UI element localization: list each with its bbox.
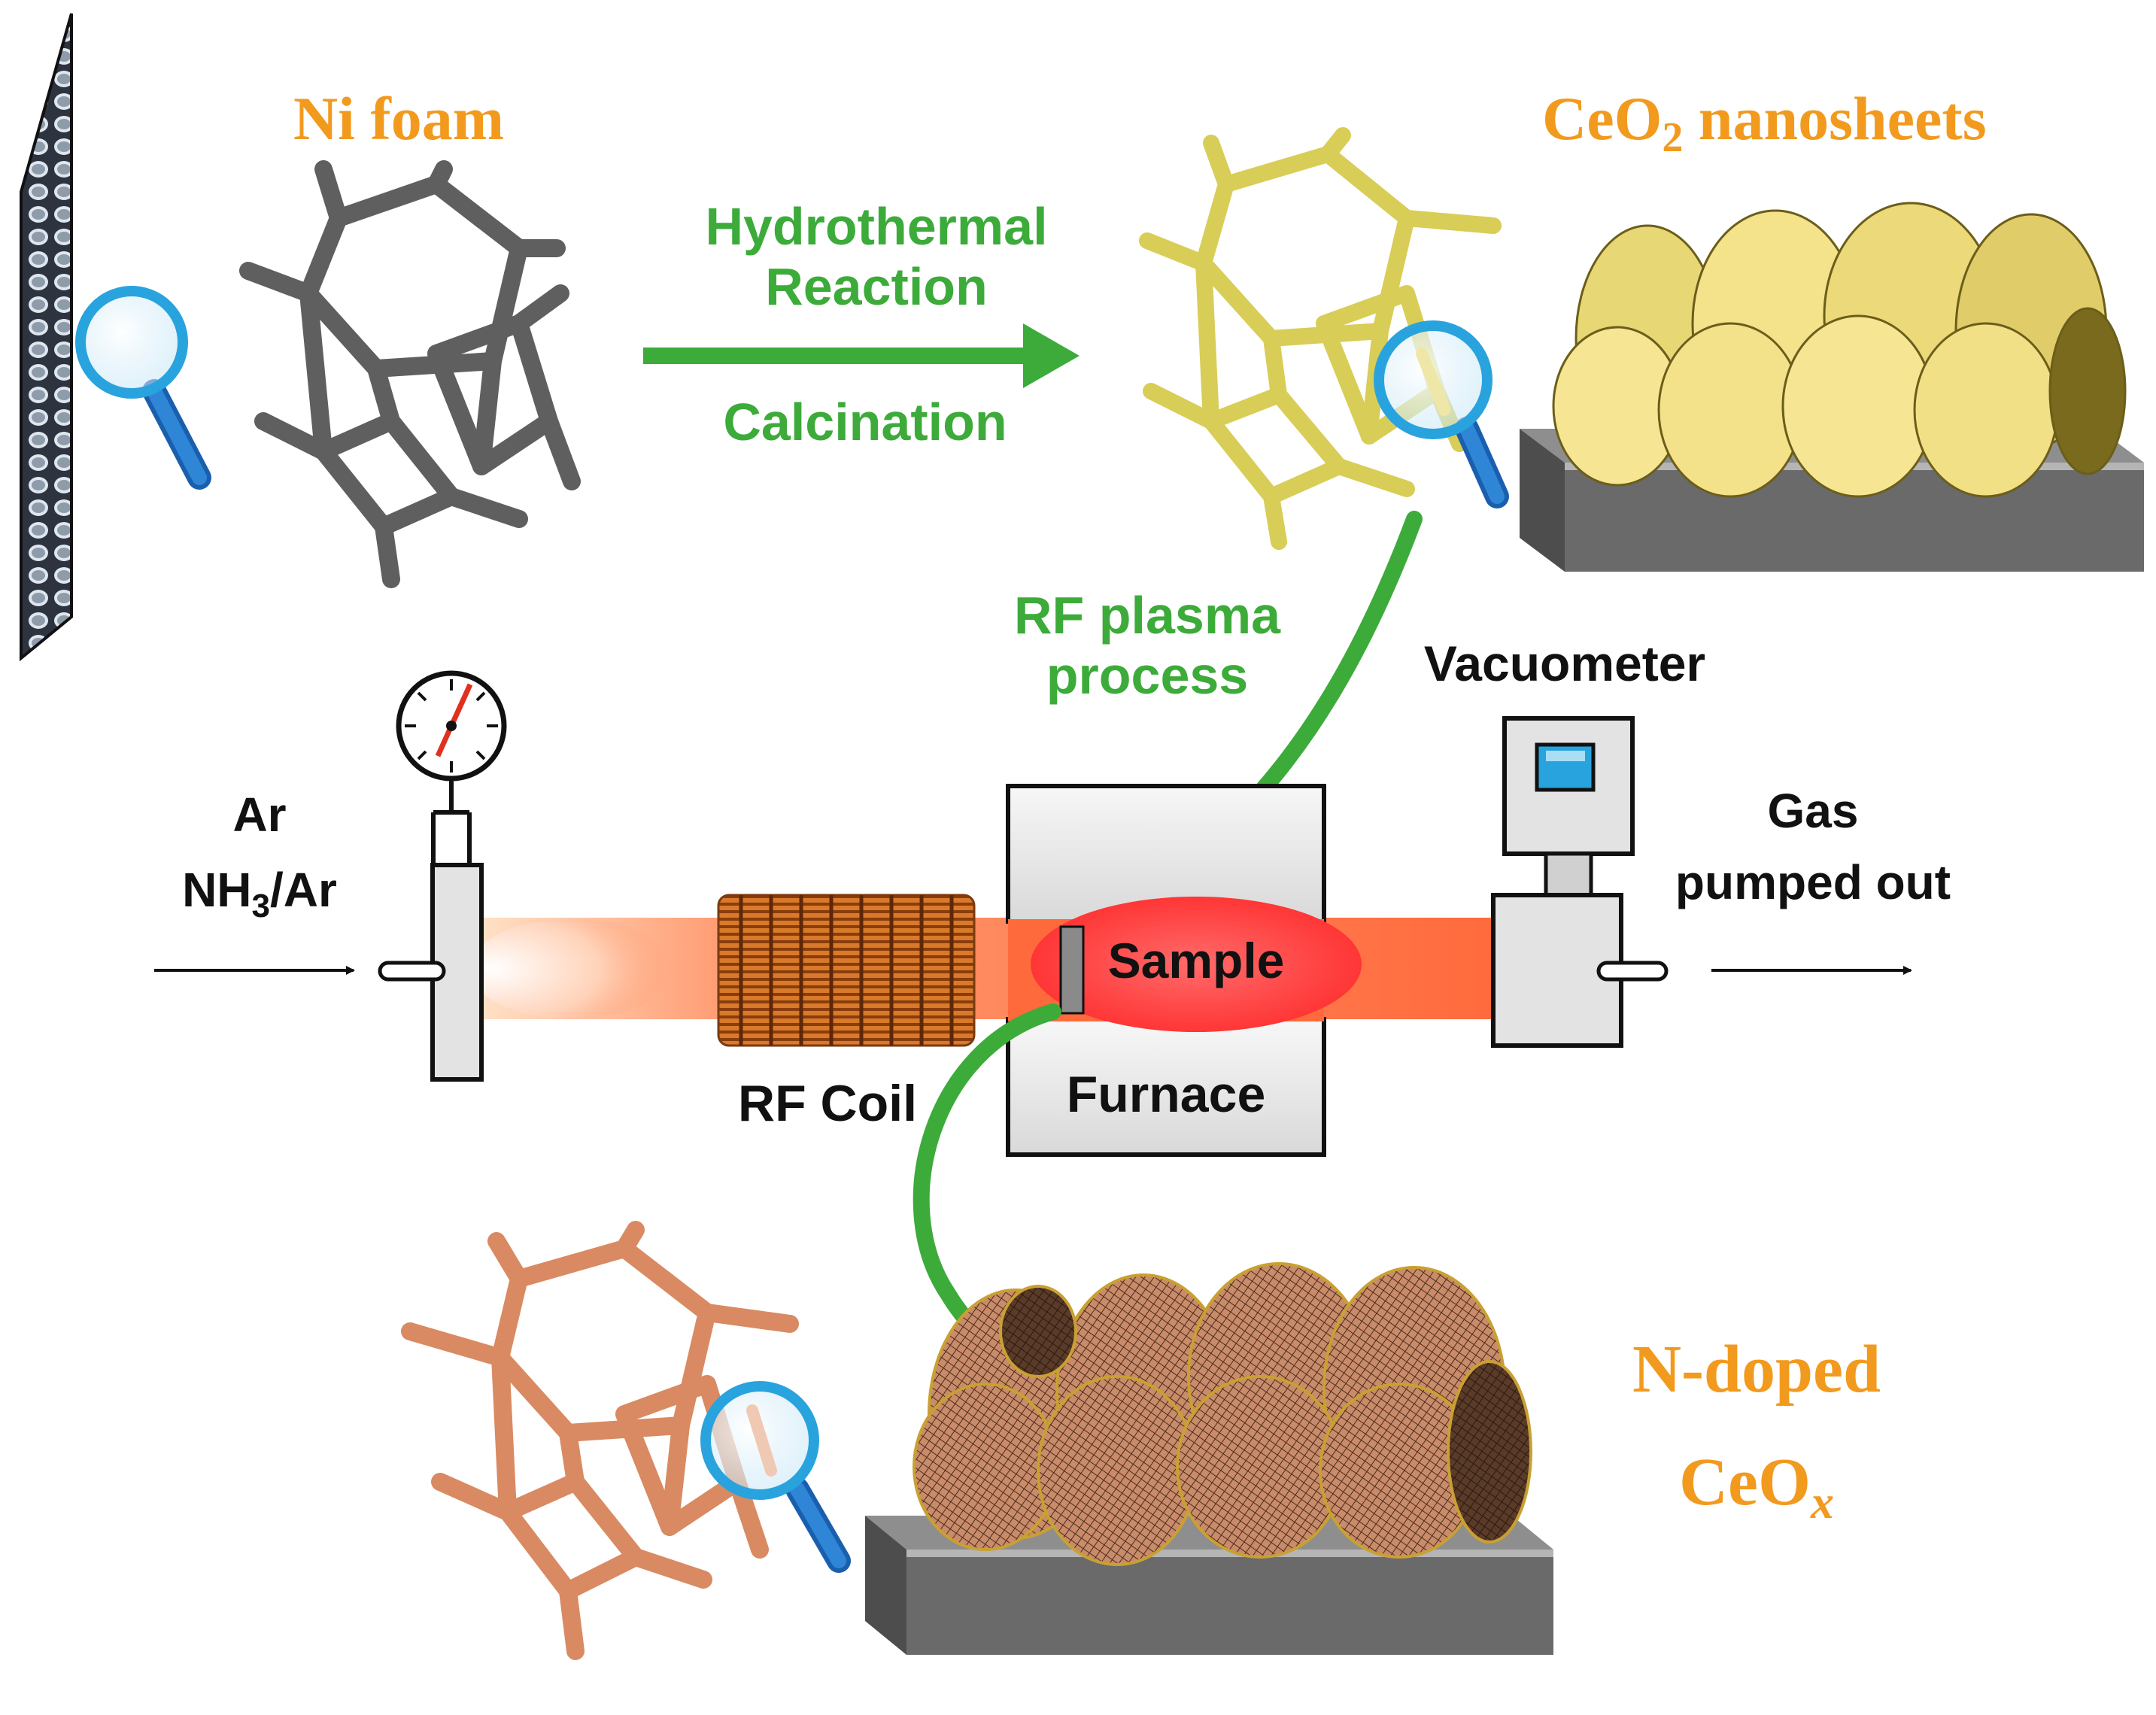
rf-coil-icon: [717, 894, 976, 1047]
gas-out-label-line1: Gas: [1768, 784, 1859, 838]
hydrothermal-label-line1: Hydrothermal: [705, 197, 1047, 256]
hydrothermal-arrow: [643, 323, 1080, 388]
gas-out-label-line2: pumped out: [1675, 855, 1951, 909]
ndoped-nanosheets: [865, 1262, 1553, 1655]
magnifier-icon: [1374, 320, 1509, 508]
ndoped-label-line2: CeOx: [1679, 1445, 1834, 1528]
gas-in-label-line2: NH3/Ar: [182, 863, 337, 924]
magnifier-icon: [700, 1381, 851, 1573]
vacuometer-icon: [1491, 716, 1669, 1048]
ni-foam-cage: [239, 160, 581, 588]
hydrothermal-label-line2: Reaction: [765, 257, 988, 316]
rf-plasma-label-line2: process: [1046, 646, 1248, 705]
ndoped-label-line1: N-doped: [1632, 1332, 1881, 1407]
rf-plasma-label-line1: RF plasma: [1014, 586, 1281, 645]
ni-foam-label: Ni foam: [293, 84, 504, 153]
rf-coil-label: RF Coil: [738, 1075, 917, 1132]
furnace: [1006, 784, 1326, 1157]
calcination-label: Calcination: [723, 393, 1007, 451]
sample-holder: [1059, 925, 1085, 1015]
sample-zone: [1031, 897, 1362, 1032]
furnace-label: Furnace: [1067, 1066, 1266, 1123]
magnifier-icon: [75, 286, 211, 490]
pressure-gauge-icon: [396, 670, 507, 865]
vacuometer-label: Vacuometer: [1424, 636, 1705, 691]
inlet-valve: [378, 863, 484, 1082]
ceo2-nanosheets: [1520, 202, 2144, 572]
ni-foam-plate: [20, 13, 73, 662]
gas-in-label-line1: Ar: [232, 788, 286, 842]
sample-label: Sample: [1108, 933, 1285, 988]
ceo2-label: CeO2 nanosheets: [1542, 84, 1987, 161]
